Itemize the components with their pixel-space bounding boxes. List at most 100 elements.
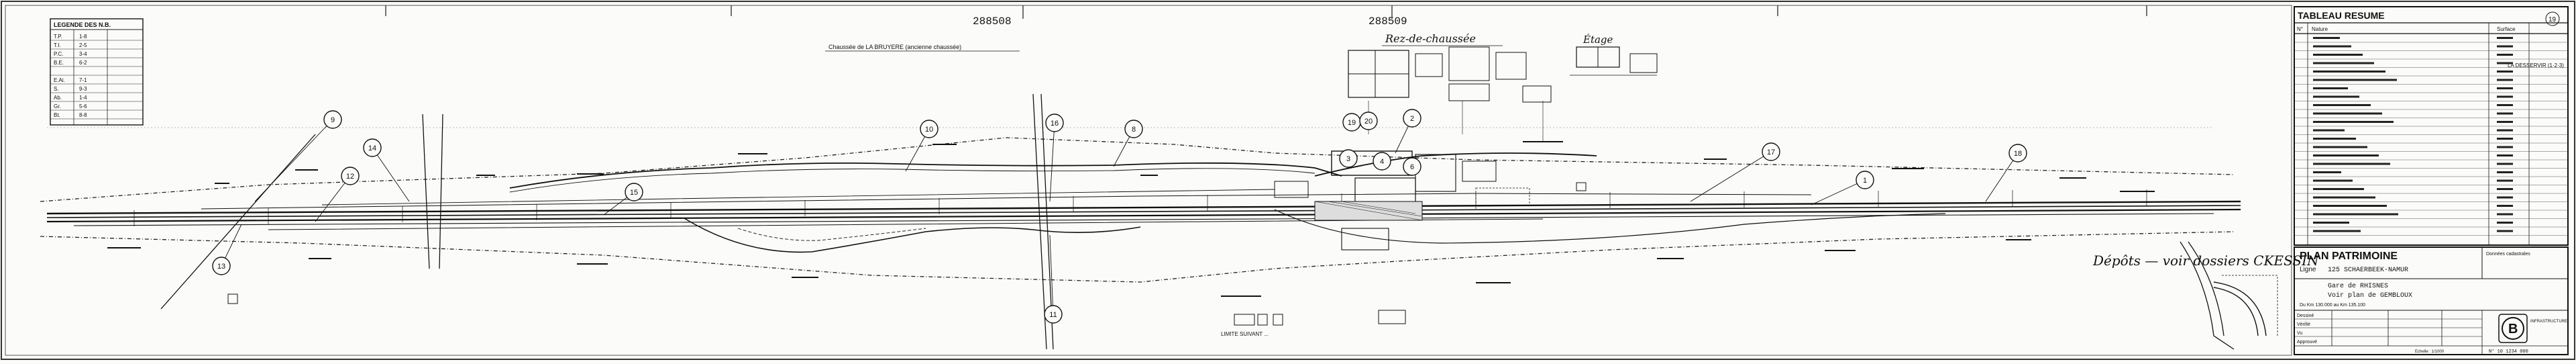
outbuildings: [227, 182, 1587, 326]
legend-row-value: 1-8: [79, 34, 87, 40]
legend-row-value: 7-1: [79, 77, 87, 83]
callout-circle: [1045, 113, 1064, 132]
resume-row-surface-mark: [2497, 129, 2513, 132]
resume-row-text-mark: [2313, 179, 2353, 182]
embankment-curve: [509, 152, 1597, 193]
callout-number: 1: [1863, 177, 1867, 185]
resume-row-text-mark: [2313, 163, 2390, 165]
legend-title: LEGENDE DES N.B.: [54, 21, 111, 28]
frame-number-2: 288509: [1368, 15, 1407, 28]
resume-row-text-mark: [2313, 37, 2340, 39]
callout-circle: [1403, 157, 1421, 176]
callout-number: 17: [1767, 148, 1775, 156]
callout-circle: [363, 138, 382, 157]
resume-row-text-mark: [2313, 154, 2379, 156]
legend-row-value: 8-8: [79, 112, 87, 118]
branch-curve: [2213, 275, 2278, 336]
track-annotations: [107, 141, 2155, 297]
resume-row-surface-mark: [2497, 71, 2513, 73]
callout-bubble: 16: [1045, 113, 1064, 132]
callout-bubble: 10: [920, 120, 938, 138]
callout-number: 18: [2014, 150, 2022, 158]
limit-note: LIMITE SUIVANT ...: [1221, 331, 1269, 337]
station-complex: [1274, 150, 1530, 251]
resume-row-surface-mark: [2497, 188, 2513, 190]
callout-number: 11: [1049, 311, 1057, 319]
resume-row-text-mark: [2313, 205, 2387, 207]
yard-loop: [684, 209, 1946, 253]
callout-number: 8: [1132, 126, 1136, 134]
resume-row-text-mark: [2313, 71, 2385, 73]
resume-row-surface-mark: [2497, 62, 2513, 64]
callout-number: 2: [1410, 115, 1414, 123]
resume-row-text-mark: [2313, 171, 2341, 173]
handwritten-note: Dépôts — voir dossiers CKESSIN: [2092, 253, 2320, 269]
resume-row-text-mark: [2313, 222, 2349, 224]
callout-bubble: 11: [1044, 305, 1063, 324]
infrabel-logo-frame: [2498, 314, 2528, 343]
callout-number: 4: [1380, 158, 1384, 166]
resume-title: TABLEAU RESUME: [2298, 10, 2385, 21]
resume-row-text-mark: [2313, 213, 2398, 216]
resume-row-text-mark: [2313, 95, 2359, 98]
resume-row-surface-mark: [2497, 37, 2513, 39]
resume-row-surface-mark: [2497, 87, 2513, 89]
resume-row-surface-mark: [2497, 146, 2513, 148]
callout-bubble: 17: [1762, 142, 1780, 161]
callout-number: 19: [1348, 119, 1356, 127]
legend-row-code: B.E.: [54, 60, 64, 66]
callout-number: 14: [368, 144, 376, 152]
upper-floor-label: Étage: [1582, 34, 1613, 46]
plan-number: N° 10 1234 000: [2489, 349, 2528, 355]
callout-circle: [1124, 120, 1143, 138]
resume-row-surface-mark: [2497, 171, 2513, 173]
infrabel-logo-letter: B: [2508, 322, 2518, 336]
title-block-row-label: Approuvé: [2297, 340, 2317, 345]
resume-row-text-mark: [2313, 138, 2356, 140]
callout-circle: [1373, 152, 1391, 171]
legend-row-code: Ab.: [54, 95, 62, 101]
org-name: INFRASTRUCTURE: [2530, 320, 2567, 324]
resume-row-text-mark: [2313, 45, 2351, 48]
legend-row-value: 6-2: [79, 60, 87, 66]
callout-bubble: 18: [2008, 144, 2027, 163]
callout-bubble: 2: [1403, 109, 1421, 128]
cadastral-box-label: Données cadastrales: [2486, 252, 2530, 257]
callout-circle: [1359, 111, 1378, 130]
resume-row-text-mark: [2313, 129, 2345, 132]
drawing-frame: [5, 5, 2292, 356]
property-boundary: [40, 137, 2235, 283]
resume-row-text-mark: [2313, 196, 2375, 199]
callout-bubble: 15: [625, 183, 643, 201]
legend-row-code: T.P.: [54, 34, 62, 40]
border-ticks: [385, 5, 2147, 19]
callout-number: 12: [346, 173, 354, 181]
legend-row-value: 1-4: [79, 95, 87, 101]
resume-bracket-note: LA DESSERVIR (1·2·3): [2508, 62, 2564, 69]
resume-row-surface-mark: [2497, 222, 2513, 224]
floor-plans: [1348, 46, 1658, 141]
callout-number: 6: [1410, 163, 1414, 171]
resume-row-surface-mark: [2497, 112, 2513, 115]
resume-row-surface-mark: [2497, 79, 2513, 81]
callout-bubble: 20: [1359, 111, 1378, 130]
legend-row-value: 5-6: [79, 103, 87, 109]
resume-row-text-mark: [2313, 188, 2364, 190]
callout-circle: [212, 257, 231, 275]
callout-circle: [625, 183, 643, 201]
scale-label: Echelle : 1/1000: [2415, 350, 2445, 354]
legend-row-code: T.I.: [54, 42, 61, 48]
legend-row-value: 2-5: [79, 42, 87, 48]
callout-bubble: 4: [1373, 152, 1391, 171]
title-block-row-label: Vu: [2297, 331, 2302, 336]
chaussee-label: Chaussée de LA BRUYERE (ancienne chaussé…: [828, 44, 961, 50]
resume-row-text-mark: [2313, 54, 2363, 56]
legend-table: LEGENDE DES N.B. T.P.1-8T.I.2-5P.C.3-4B.…: [50, 18, 144, 126]
resume-row-surface-mark: [2497, 121, 2513, 123]
callout-circle: [1403, 109, 1421, 128]
callout-number: 15: [630, 189, 638, 197]
frame-number-1: 288508: [973, 15, 1012, 28]
resume-row-text-mark: [2313, 146, 2367, 148]
